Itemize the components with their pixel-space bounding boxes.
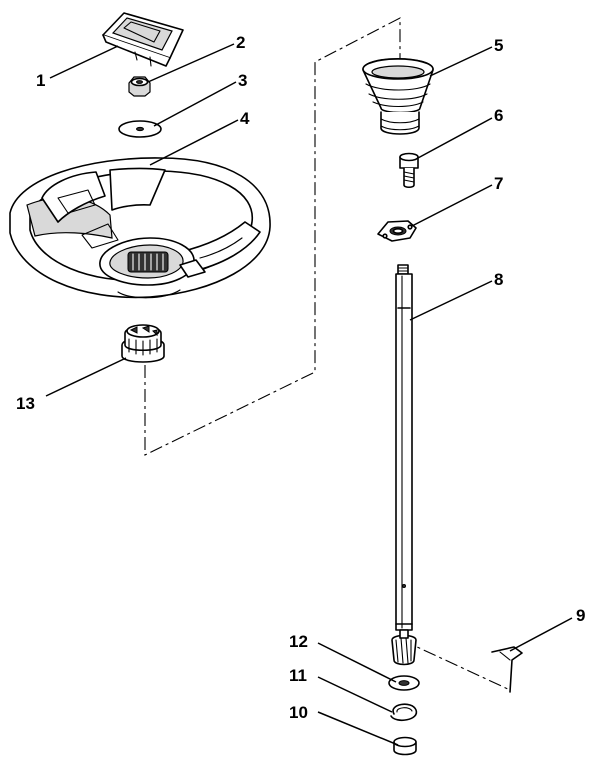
part-4-steering-wheel bbox=[9, 157, 271, 299]
callout-6: 6 bbox=[494, 106, 503, 125]
part-7-flange bbox=[377, 220, 417, 242]
part-5-column-boot bbox=[362, 57, 434, 135]
part-9-bracket bbox=[491, 646, 523, 693]
callout-12: 12 bbox=[289, 632, 308, 651]
callout-5: 5 bbox=[494, 36, 503, 55]
callout-13: 13 bbox=[16, 394, 35, 413]
assembly-centerlines bbox=[144, 17, 511, 691]
callout-9: 9 bbox=[576, 606, 585, 625]
callout-labels: 1 2 3 4 5 6 7 8 9 10 11 12 13 bbox=[16, 33, 585, 722]
callout-11: 11 bbox=[289, 666, 307, 685]
part-12-washer bbox=[388, 675, 420, 691]
callout-1: 1 bbox=[36, 71, 45, 90]
part-6-bolt bbox=[399, 152, 419, 189]
callout-10: 10 bbox=[289, 703, 308, 722]
callout-4: 4 bbox=[240, 109, 250, 128]
callout-3: 3 bbox=[238, 71, 247, 90]
part-2-nut bbox=[128, 76, 151, 97]
callout-8: 8 bbox=[494, 270, 503, 289]
part-13-hub bbox=[121, 324, 165, 363]
part-8-steering-shaft bbox=[391, 264, 417, 666]
part-3-washer bbox=[118, 120, 162, 138]
part-10-cap-plug bbox=[393, 736, 417, 756]
callout-2: 2 bbox=[236, 33, 245, 52]
part-11-snap-ring bbox=[390, 703, 418, 722]
leader-lines bbox=[45, 43, 573, 746]
callout-7: 7 bbox=[494, 174, 503, 193]
part-1-horn-cap bbox=[102, 12, 184, 67]
